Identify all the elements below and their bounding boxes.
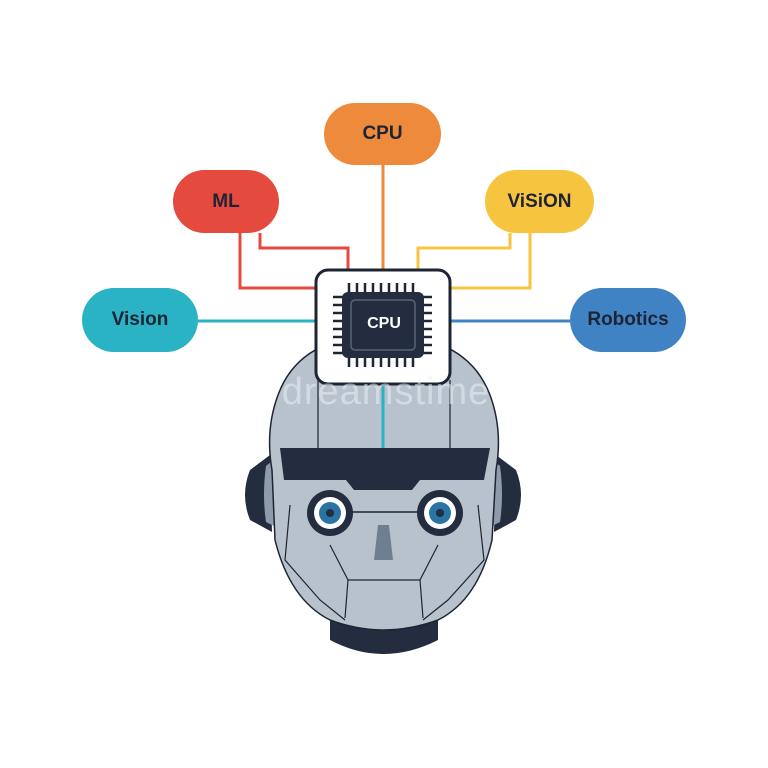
chip-label: CPU xyxy=(367,315,401,332)
chip-pins xyxy=(333,283,432,367)
node-vision: Vision xyxy=(82,288,198,352)
right-eye xyxy=(417,490,463,536)
chip-inner xyxy=(350,299,416,351)
node-ml-label: ML xyxy=(212,190,240,212)
node-vision-caps-label: ViSiON xyxy=(507,190,572,212)
node-vision-caps: ViSiON xyxy=(485,170,594,233)
robot-nose xyxy=(374,525,393,560)
connector-lines xyxy=(198,165,570,323)
head-panel-lines xyxy=(284,380,485,621)
node-robotics: Robotics xyxy=(570,288,686,352)
connector-vision-caps xyxy=(416,233,532,290)
node-robotics-label: Robotics xyxy=(587,309,669,330)
brow-band xyxy=(280,448,490,490)
watermark: dreamstime xyxy=(281,371,491,413)
node-cpu: CPU xyxy=(324,103,441,165)
node-ml: ML xyxy=(173,170,279,233)
node-vision-label: Vision xyxy=(111,309,169,330)
left-eye xyxy=(307,490,353,536)
node-cpu-label: CPU xyxy=(362,123,403,144)
